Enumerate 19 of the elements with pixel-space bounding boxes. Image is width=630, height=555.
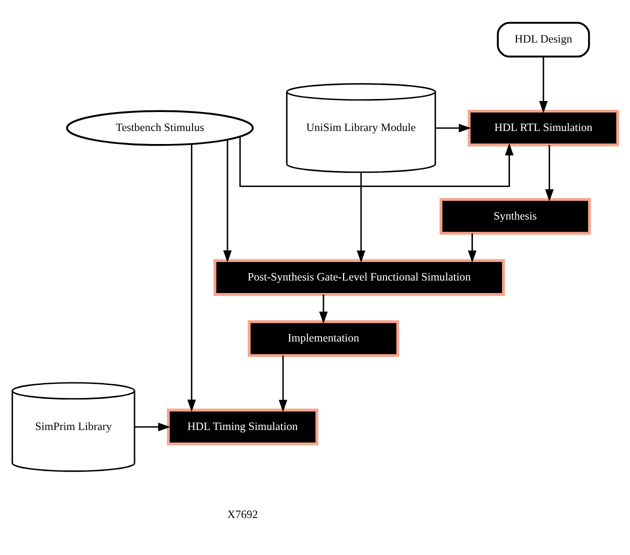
arrow — [278, 356, 288, 412]
arrow — [468, 233, 476, 263]
arrow — [356, 172, 366, 263]
arrow — [187, 144, 196, 412]
arrow — [539, 56, 548, 114]
arrow — [545, 145, 554, 202]
node-box: Post-Synthesis Gate-Level Functional Simulation — [213, 259, 505, 296]
node-box: HDL Design — [496, 22, 590, 58]
label: X7692 — [227, 509, 258, 522]
node-box: HDL Timing Simulation — [166, 408, 318, 446]
node-box: Synthesis — [440, 198, 591, 235]
arrow — [223, 140, 232, 263]
node-ellipse: Testbench Stimulus — [66, 110, 254, 146]
node-box: Implementation — [248, 320, 400, 357]
arrow — [436, 124, 472, 132]
node-box: HDL RTL Simulation — [468, 110, 620, 146]
arrow — [134, 422, 170, 432]
arrow — [319, 294, 328, 324]
arrow — [239, 136, 514, 188]
